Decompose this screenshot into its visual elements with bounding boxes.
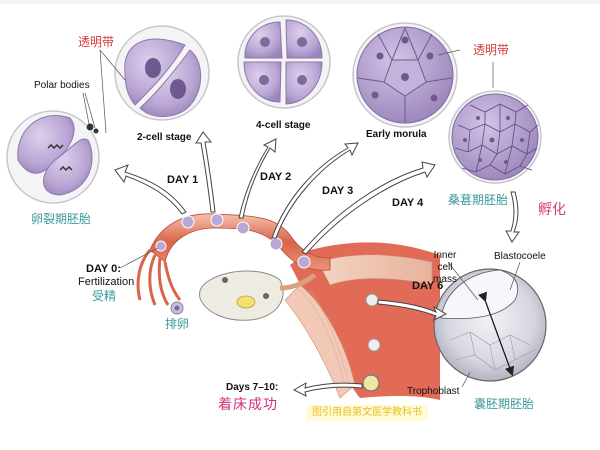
- blastocyst-label: 囊胚期胚胎: [474, 397, 535, 411]
- day3-label: DAY 3: [322, 185, 354, 197]
- four-cell-stage-label: 4-cell stage: [256, 120, 311, 131]
- day4-label: DAY 4: [392, 197, 424, 209]
- ovulation-label: 排卵: [165, 317, 190, 331]
- cleavage-embryo: [6, 110, 100, 204]
- zona-pellucida-label-left: 透明带: [78, 35, 115, 49]
- uterus: [284, 242, 440, 400]
- implantation-label: 着床成功: [218, 397, 278, 413]
- inner-cell-mass-label: Inner cell mass: [433, 250, 457, 285]
- blastocyst: [433, 268, 547, 382]
- zona-pellucida-label-right: 透明带: [473, 43, 510, 57]
- blastocoele-label: Blastocoele: [494, 251, 546, 262]
- morula-embryo-label: 桑葚期胚胎: [448, 193, 509, 207]
- top-border: [0, 0, 600, 4]
- early-morula: [352, 22, 458, 128]
- polar-body: [92, 127, 100, 135]
- hatching-label: 孵化: [538, 202, 566, 218]
- day0-label: DAY 0:: [86, 263, 121, 275]
- fimbriae: [136, 249, 182, 306]
- corpus-luteum: [236, 295, 256, 309]
- ovulated-egg: [170, 301, 184, 315]
- arrow-day3: [271, 142, 359, 239]
- pointer-lines: [82, 49, 521, 388]
- cleavage-embryo-label: 卵裂期胚胎: [31, 212, 92, 226]
- polar-body: [85, 122, 95, 132]
- fertilization-zh-label: 受精: [92, 289, 117, 303]
- stage-arrows: [114, 131, 520, 397]
- late-morula-in-tube: [297, 255, 311, 269]
- day6-label: DAY 6: [412, 280, 444, 292]
- tube-embryos: [155, 213, 381, 392]
- arrow-implantation: [292, 382, 363, 397]
- morula-embryo: [448, 90, 542, 184]
- arrow-day6: [377, 299, 448, 322]
- days-7-10-label: Days 7–10:: [226, 382, 279, 393]
- zygote-in-tube: [155, 240, 167, 252]
- day1-label: DAY 1: [167, 174, 199, 186]
- arrow-day4: [301, 161, 436, 255]
- follicle: [263, 293, 269, 299]
- two-cell-in-tube: [181, 215, 195, 229]
- four-cell-in-tube: [210, 213, 224, 227]
- arrow-hatching: [505, 191, 520, 243]
- fertilization-label: Fertilization: [78, 276, 135, 288]
- trophoblast-label: Trophoblast: [407, 386, 460, 397]
- two-cell-embryo: [114, 25, 210, 121]
- blastocyst-in-uterus: [365, 293, 379, 307]
- implanting-embryo: [362, 374, 380, 392]
- early-morula-label: Early morula: [366, 129, 427, 140]
- arrow-day1: [195, 131, 216, 213]
- arrow-day2: [238, 138, 277, 219]
- blastocyst-in-uterus-2: [367, 338, 381, 352]
- blastocoele-arrow: [478, 291, 515, 377]
- four-cell-embryo: [237, 15, 331, 109]
- morula-in-tube: [236, 221, 250, 235]
- polar-bodies-label: Polar bodies: [34, 80, 90, 91]
- source-watermark: 图引用自第文医学教科书: [306, 405, 428, 421]
- two-cell-stage-label: 2-cell stage: [137, 132, 192, 143]
- ovary: [199, 270, 317, 321]
- morula-in-tube-2: [269, 237, 283, 251]
- follicle: [222, 277, 228, 283]
- day2-label: DAY 2: [260, 171, 292, 183]
- arrow-day1-cleavage: [114, 164, 187, 215]
